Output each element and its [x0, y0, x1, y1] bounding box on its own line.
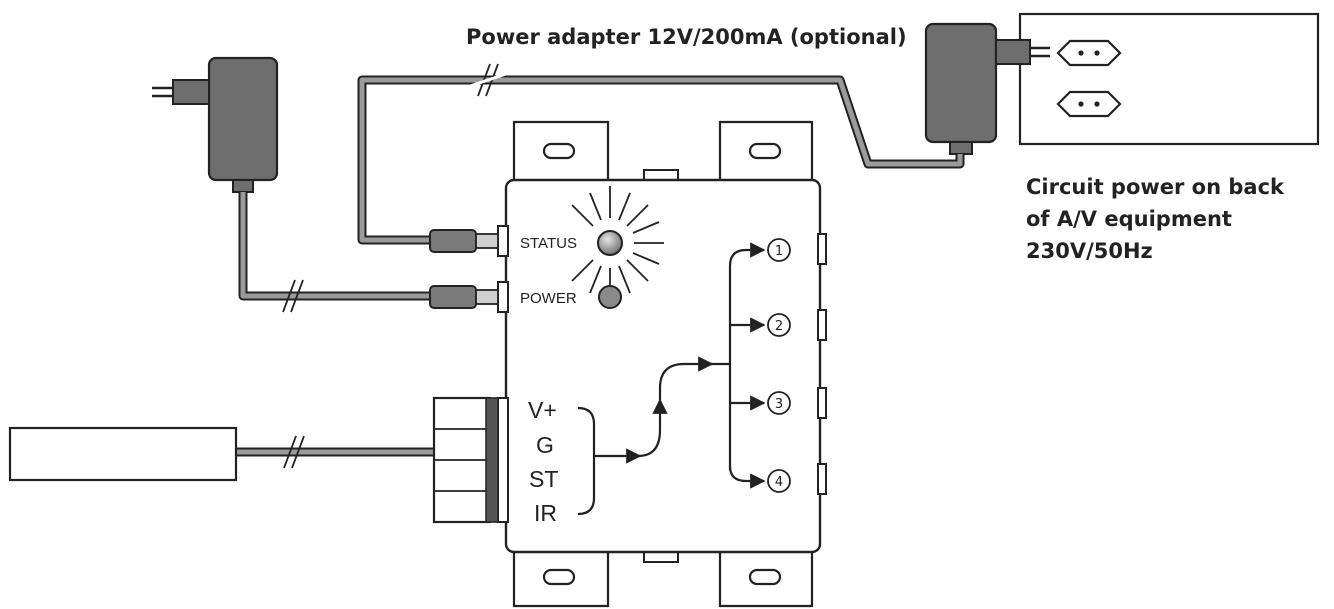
pin-label: ST [529, 466, 558, 492]
output-port-3: 3 [767, 391, 791, 415]
svg-text:1: 1 [775, 244, 783, 259]
adapter-caption: Power adapter 12V/200mA (optional) [466, 25, 907, 49]
output-port-2: 2 [767, 313, 791, 337]
svg-text:3: 3 [775, 397, 783, 412]
cable-status [357, 75, 965, 245]
status-label: STATUS [520, 235, 577, 252]
mounting-tab [512, 120, 610, 182]
power-label: POWER [520, 290, 577, 307]
ir-receiver-unit [8, 426, 238, 482]
mounting-tab [718, 120, 814, 182]
power-adapter-right [924, 22, 1050, 155]
signal-routing [577, 242, 766, 516]
ir-distribution-device [497, 178, 827, 554]
svg-text:2: 2 [775, 319, 783, 334]
dc-plug-power [429, 285, 499, 309]
outlet-socket-icon [1056, 39, 1122, 67]
output-port-1: 1 [767, 238, 791, 262]
output-port-4: 4 [767, 469, 791, 493]
cable-power [238, 192, 430, 301]
circuit-caption-line3: 230V/50Hz [1026, 239, 1153, 263]
dc-plug-status [429, 229, 499, 253]
circuit-caption-line1: Circuit power on back [1026, 175, 1285, 199]
pin-label: V+ [528, 397, 557, 423]
power-led-icon [598, 285, 622, 309]
cable-break-mark [469, 63, 507, 97]
wall-outlet-panel [1018, 12, 1320, 146]
cable-break-mark [282, 279, 304, 313]
outlet-socket-icon [1056, 90, 1122, 118]
svg-text:4: 4 [775, 475, 783, 490]
circuit-caption-line2: of A/V equipment [1026, 207, 1232, 231]
mounting-tab [718, 550, 814, 608]
power-adapter-left [152, 56, 279, 193]
mounting-tab [512, 550, 610, 608]
terminal-block [432, 396, 499, 524]
cable-break-mark [283, 435, 305, 469]
pin-label: IR [534, 500, 557, 526]
status-led-icon [597, 230, 623, 256]
pin-label: G [536, 432, 554, 458]
